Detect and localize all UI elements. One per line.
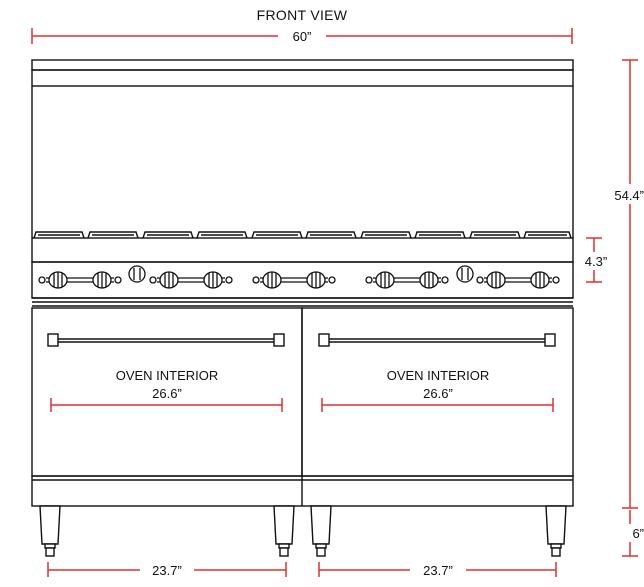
backsplash-top: [31, 59, 574, 71]
overall-height-dimension: [622, 59, 638, 509]
grate: [523, 231, 572, 239]
burner-knob-icon[interactable]: [530, 271, 550, 289]
right-handle-end-a: [318, 333, 330, 347]
leg: [39, 505, 61, 557]
grate: [305, 231, 357, 239]
pilot-knob-icon[interactable]: [128, 265, 146, 283]
leg: [545, 505, 567, 557]
oven-doors: [31, 307, 574, 507]
burner-knob-icon[interactable]: [262, 271, 282, 289]
leg-height-label: 6”: [632, 526, 644, 541]
burner-valve-pair: [365, 271, 449, 289]
burner-knob-icon[interactable]: [375, 271, 395, 289]
view-title: FRONT VIEW: [257, 7, 348, 23]
backsplash-shelf: [31, 69, 574, 87]
grate: [469, 231, 521, 239]
burner-knob-icon[interactable]: [203, 271, 223, 289]
leg-span-dimensions: [47, 562, 557, 577]
right-handle-end-b: [544, 333, 556, 347]
oven-interior-dimensions: [50, 398, 554, 412]
leg: [273, 505, 295, 557]
cooktop-ledge: [31, 237, 574, 263]
left-oven-interior-label: OVEN INTERIOR: [116, 368, 219, 383]
right-leg-span-label: 23.7”: [423, 563, 453, 578]
manifold-height-label: 4.3”: [585, 254, 607, 269]
overall-width-dimension: [31, 28, 573, 44]
burner-knob-icon[interactable]: [92, 271, 112, 289]
burner-knob-icon[interactable]: [306, 271, 326, 289]
door-handles: [47, 333, 556, 347]
grate: [414, 231, 466, 239]
left-handle-end-a: [47, 333, 59, 347]
right-oven-interior-label: OVEN INTERIOR: [387, 368, 490, 383]
burner-knob-icon[interactable]: [419, 271, 439, 289]
leg: [310, 505, 332, 557]
control-manifold: [31, 261, 574, 307]
burner-knobs: [38, 265, 560, 289]
grate: [142, 231, 194, 239]
burner-knob-icon[interactable]: [48, 271, 68, 289]
grate: [87, 231, 139, 239]
burner-knob-icon[interactable]: [486, 271, 506, 289]
overall-height-label: 54.4”: [614, 188, 644, 203]
leg-height-dimension: [622, 510, 638, 557]
burner-knob-icon[interactable]: [159, 271, 179, 289]
left-leg-span-label: 23.7”: [152, 563, 182, 578]
burner-valve-pair: [149, 271, 233, 289]
grate: [33, 231, 85, 239]
left-handle-end-b: [273, 333, 285, 347]
range-body: [31, 59, 574, 238]
left-oven-interior-width: 26.6”: [152, 386, 182, 401]
pilot-knob-icon[interactable]: [456, 265, 474, 283]
grate: [251, 231, 303, 239]
burner-valve-pair: [252, 271, 336, 289]
grate: [196, 231, 248, 239]
burner-valve-pair: [476, 271, 560, 289]
grate: [360, 231, 412, 239]
burner-valve-pair: [38, 271, 122, 289]
manifold-height-dimension: [586, 237, 602, 283]
right-oven-interior-width: 26.6”: [423, 386, 453, 401]
overall-width-label: 60”: [293, 29, 312, 44]
range-legs: [39, 505, 567, 557]
burner-grates: [33, 231, 572, 239]
